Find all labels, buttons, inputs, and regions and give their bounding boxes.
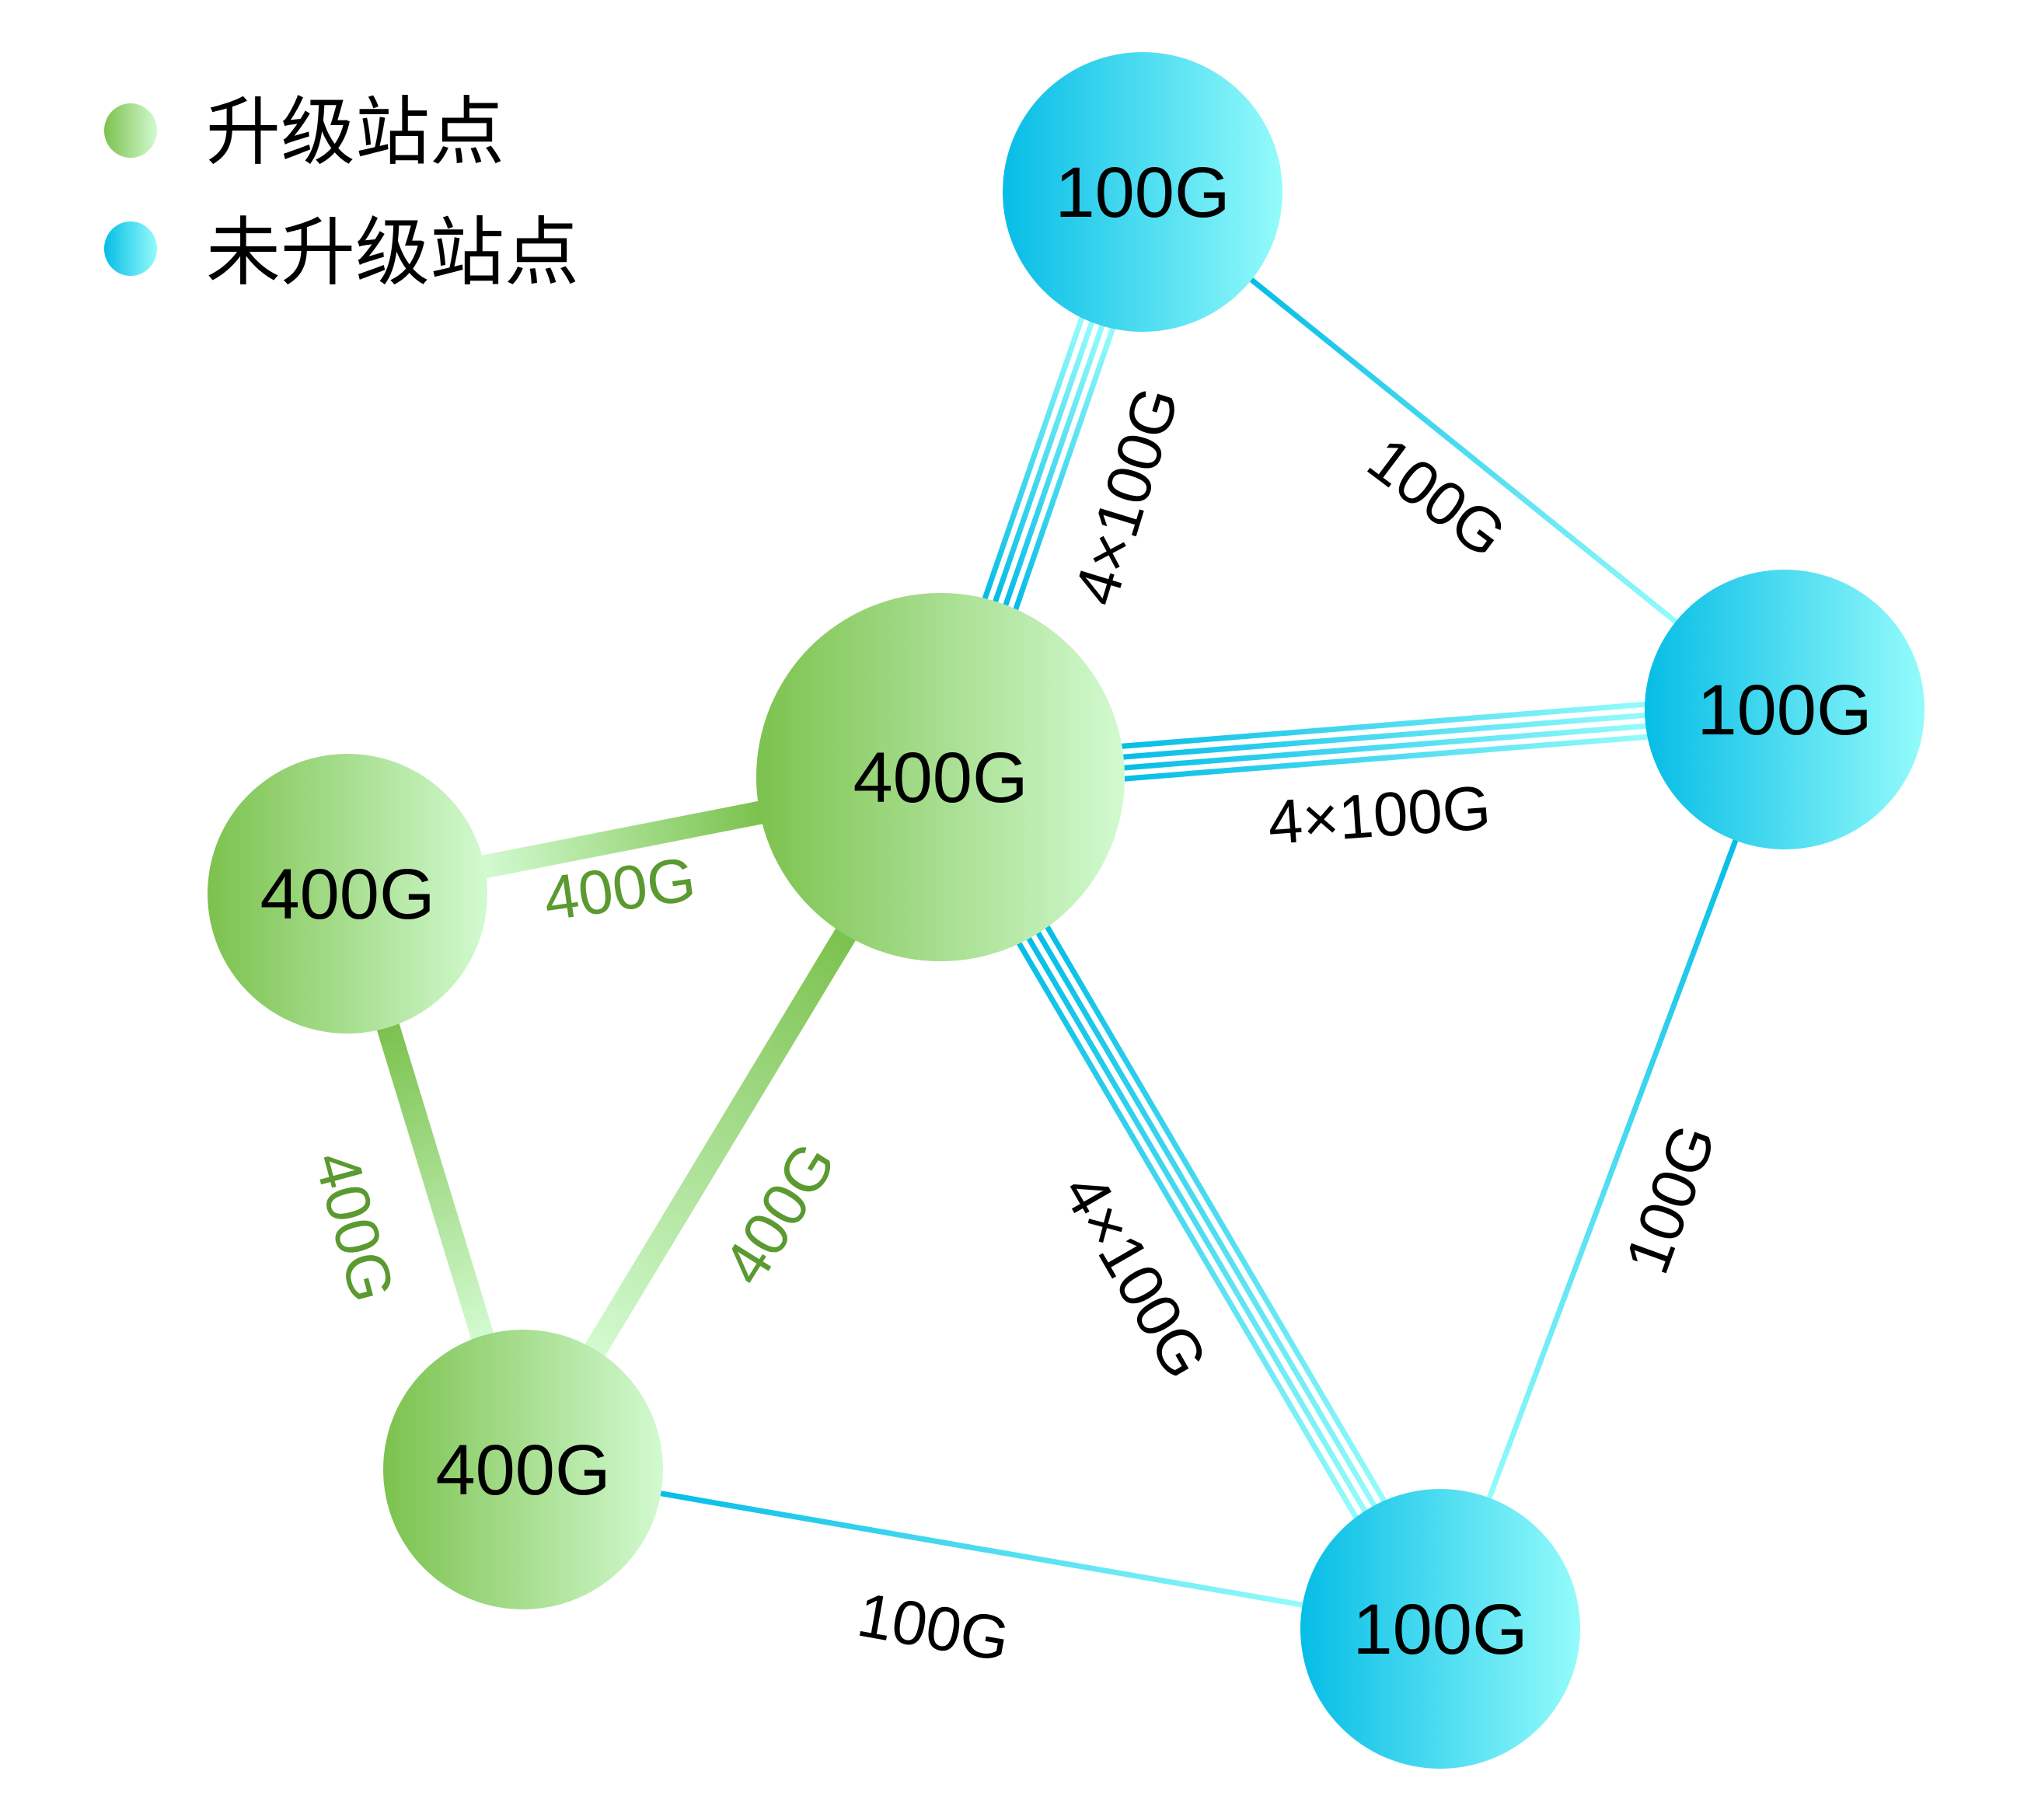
- node-right[interactable]: 100G: [1645, 570, 1925, 849]
- link-line: [1437, 708, 1788, 1630]
- node-label: 100G: [1352, 1590, 1527, 1669]
- node-label: 100G: [1055, 153, 1230, 232]
- legend-not-upgraded-dot-icon: [104, 221, 157, 276]
- legend-item-upgraded: 升级站点: [104, 89, 504, 176]
- upgraded-site-circle[interactable]: [383, 1330, 663, 1609]
- node-bottom-right[interactable]: 100G: [1300, 1489, 1580, 1769]
- node-center[interactable]: 400G: [756, 593, 1125, 961]
- link-label: 4×100G: [1060, 379, 1192, 612]
- legend: 升级站点 未升级站点: [104, 89, 579, 296]
- node-label: 400G: [260, 855, 434, 934]
- not-upgraded-site-circle[interactable]: [1645, 570, 1925, 849]
- legend-not-upgraded-label: 未升级站点: [206, 209, 579, 296]
- node-left[interactable]: 400G: [208, 754, 487, 1034]
- node-label: 100G: [1697, 671, 1872, 750]
- link-line: [522, 1466, 1441, 1632]
- legend-upgraded-label: 升级站点: [206, 89, 504, 176]
- link-label: 100G: [853, 1580, 1014, 1675]
- link-label: 4×100G: [1265, 772, 1492, 857]
- upgraded-site-circle[interactable]: [208, 754, 487, 1034]
- link-label: 400G: [302, 1144, 408, 1309]
- not-upgraded-site-circle[interactable]: [1300, 1489, 1580, 1769]
- legend-upgraded-dot-icon: [104, 103, 157, 158]
- node-label: 400G: [435, 1431, 610, 1510]
- link-right-bottom_right: [1437, 708, 1788, 1630]
- link-bottom_left-bottom_right: [522, 1466, 1441, 1632]
- node-top[interactable]: 100G: [1003, 52, 1282, 332]
- upgraded-site-circle[interactable]: [756, 593, 1125, 961]
- link-label: 100G: [1356, 424, 1519, 570]
- nodes-layer: 100G 100G 400G 400G 400G 100G: [208, 52, 1925, 1769]
- link-label: 400G: [710, 1131, 849, 1296]
- node-label: 400G: [853, 738, 1028, 818]
- node-bottom-left[interactable]: 400G: [383, 1330, 663, 1609]
- legend-item-not-upgraded: 未升级站点: [104, 209, 579, 296]
- not-upgraded-site-circle[interactable]: [1003, 52, 1282, 332]
- link-label: 100G: [1612, 1116, 1729, 1282]
